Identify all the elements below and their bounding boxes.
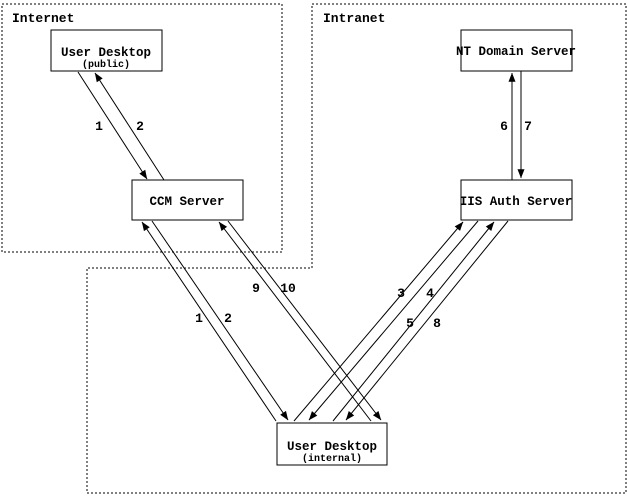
user-desktop-public-subtitle: (public) (82, 59, 130, 71)
flow-label-3: 3 (397, 286, 405, 301)
flow-label-1-internal: 1 (195, 311, 203, 326)
flow-label-5: 5 (406, 316, 414, 331)
node-nt-domain-server: NT Domain Server (456, 29, 576, 72)
user-desktop-internal-box (276, 422, 388, 466)
user-desktop-internal-subtitle: (internal) (302, 453, 362, 465)
node-iis-auth-server: IIS Auth Server (460, 179, 573, 221)
flow-label-9: 9 (252, 281, 260, 296)
node-user-desktop-public: User Desktop (public) (50, 29, 163, 72)
flow-label-8: 8 (433, 316, 441, 331)
arrow-9-internal-desktop-to-ccm (218, 221, 372, 422)
flow-label-2-public: 2 (136, 119, 144, 134)
arrow-3-internal-desktop-to-iis (293, 221, 464, 422)
internet-zone-border (1, 3, 283, 253)
ccm-server-title: CCM Server (149, 195, 224, 209)
flow-label-6: 6 (500, 119, 508, 134)
arrow-1-internal-desktop-to-ccm (141, 221, 277, 422)
iis-auth-server-box (460, 179, 573, 221)
flow-label-1-public: 1 (95, 119, 103, 134)
node-user-desktop-internal: User Desktop (internal) (276, 422, 388, 466)
arrow-2-ccm-to-public-desktop (94, 72, 165, 181)
intranet-internal-zone-border (86, 3, 627, 494)
arrow-5-internal-desktop-to-iis (332, 221, 495, 422)
nt-domain-server-box (460, 29, 573, 72)
node-ccm-server: CCM Server (131, 179, 244, 221)
intranet-zone-label: Intranet (323, 11, 385, 26)
arrow-8-iis-to-internal-desktop (345, 220, 509, 421)
arrow-1-public-desktop-to-ccm (77, 71, 148, 180)
flow-label-4: 4 (426, 286, 434, 301)
internet-zone-label: Internet (12, 11, 74, 26)
user-desktop-public-title: User Desktop (61, 46, 151, 60)
user-desktop-public-box (50, 29, 163, 72)
flow-label-10: 10 (280, 281, 296, 296)
flow-label-7: 7 (524, 119, 532, 134)
user-desktop-internal-title: User Desktop (287, 440, 377, 454)
arrow-2-ccm-to-internal-desktop (151, 220, 289, 421)
arrow-4-iis-to-internal-desktop (308, 220, 479, 421)
flow-label-2-internal: 2 (224, 311, 232, 326)
iis-auth-server-title: IIS Auth Server (460, 195, 573, 209)
nt-domain-server-title: NT Domain Server (456, 45, 576, 59)
ccm-server-box (131, 179, 244, 221)
arrow-10-ccm-to-internal-desktop (227, 220, 382, 421)
